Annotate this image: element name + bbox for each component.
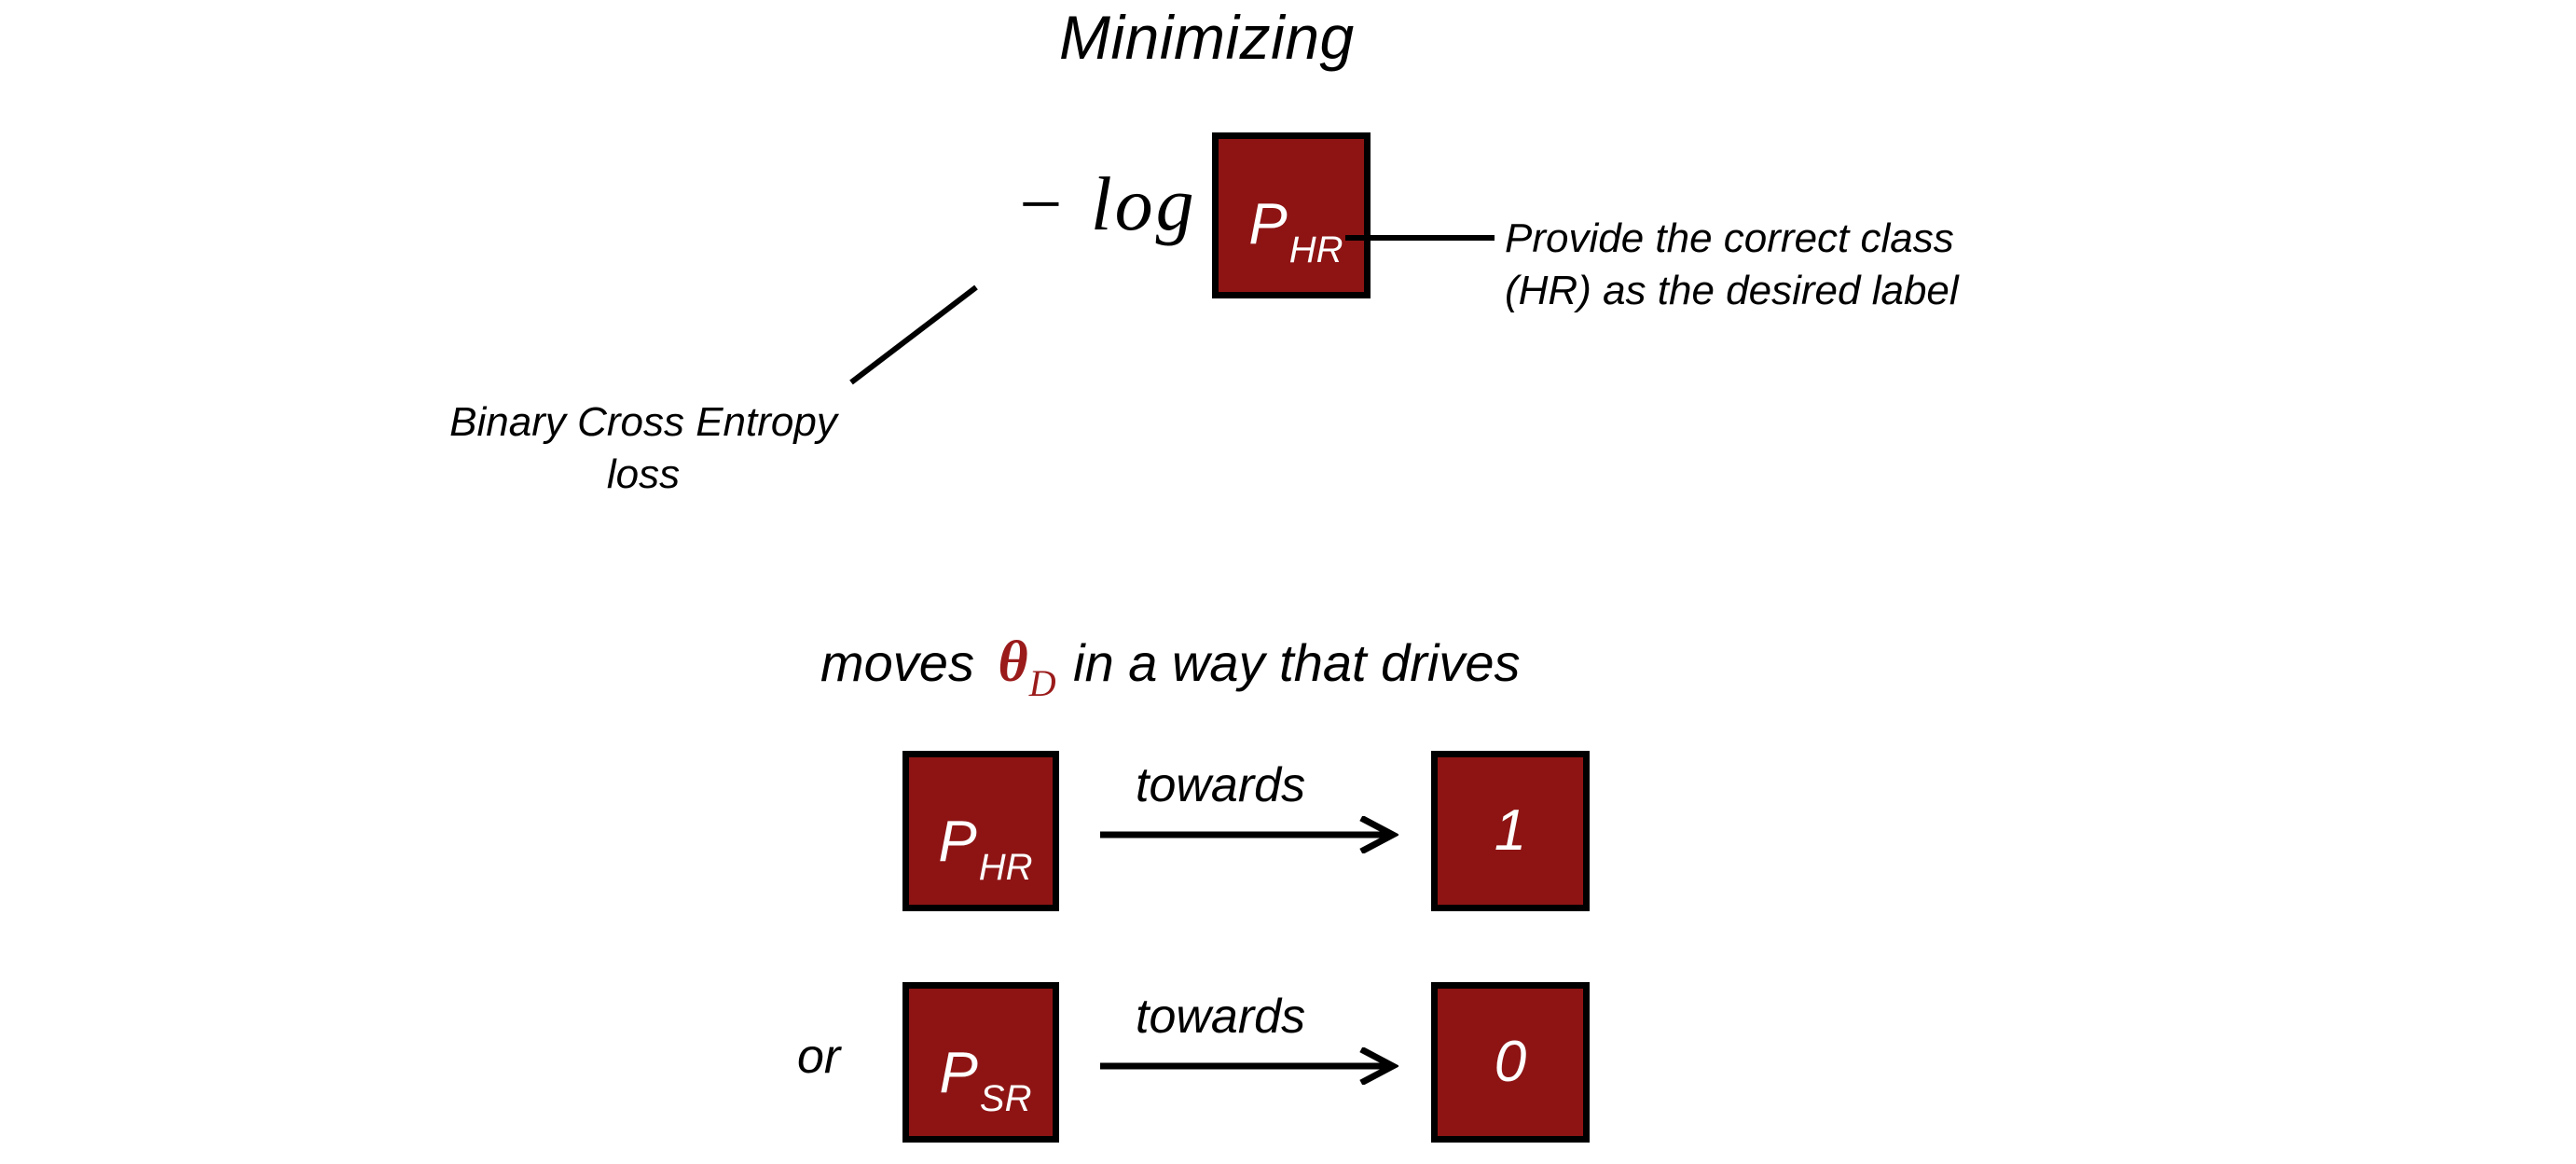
phr-base-2: P (938, 810, 977, 874)
middle-sentence-before: moves (820, 633, 989, 692)
theta-glyph: θ (998, 630, 1028, 694)
neg-log-term: − log (1014, 161, 1197, 246)
probability-box-psr-transition[interactable]: PSR (902, 982, 1059, 1143)
phr-base: P (1248, 192, 1288, 256)
leader-line-diagonal (849, 284, 978, 385)
arrow-icon-1 (1100, 816, 1398, 853)
target-box-one[interactable]: 1 (1431, 751, 1590, 911)
callout-right: Provide the correct class (HR) as the de… (1505, 213, 1959, 317)
callout-left: Binary Cross Entropy loss (401, 396, 886, 501)
arrow-label-towards-2: towards (1136, 990, 1306, 1044)
middle-sentence-after: in a way that drives (1058, 633, 1521, 692)
theta-d-symbol: θD (998, 630, 1056, 704)
theta-subscript: D (1028, 662, 1056, 704)
target-one-value: 1 (1494, 798, 1527, 863)
callout-left-line2: loss (606, 451, 681, 497)
phr-subscript-2: HR (978, 847, 1033, 888)
probability-box-phr-transition[interactable]: PHR (902, 751, 1059, 911)
callout-right-line2: (HR) as the desired label (1505, 268, 1959, 313)
psr-subscript: SR (979, 1078, 1032, 1119)
target-box-zero[interactable]: 0 (1431, 982, 1590, 1143)
probability-box-phr-formula[interactable]: PHR (1212, 132, 1371, 298)
phr-subscript: HR (1288, 229, 1343, 270)
page-title: Minimizing (1059, 3, 1355, 72)
phr-glyph-group: PHR (1248, 192, 1343, 270)
arrow-label-towards-1: towards (1136, 758, 1306, 812)
callout-right-line1: Provide the correct class (1505, 215, 1954, 261)
arrow-icon-2 (1100, 1047, 1398, 1085)
leader-line-horizontal (1345, 235, 1495, 241)
target-zero-value: 0 (1494, 1030, 1527, 1094)
psr-glyph-group: PSR (939, 1041, 1032, 1118)
psr-base: P (939, 1041, 978, 1105)
or-label: or (797, 1030, 841, 1084)
callout-left-line1: Binary Cross Entropy (449, 399, 837, 445)
middle-sentence: moves θD in a way that drives (820, 630, 1521, 704)
phr-glyph-group-2: PHR (938, 810, 1032, 887)
